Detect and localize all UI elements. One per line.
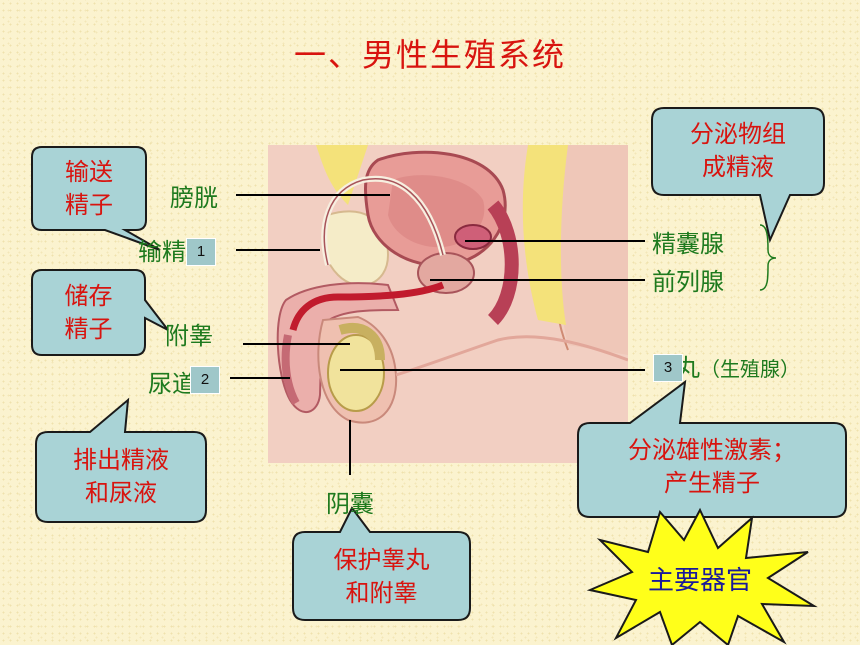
label-scrotum: 阴囊 (326, 490, 374, 518)
callout-line: 分泌物组 (690, 120, 786, 148)
callout-line: 精子 (65, 191, 113, 219)
label-epididymis: 附睾 (165, 322, 213, 350)
callout-line: 和附睾 (345, 579, 418, 607)
callout-line: 成精液 (702, 153, 774, 181)
callout-protect-shape (292, 506, 471, 621)
answer-badge-3[interactable]: 3 (653, 354, 683, 382)
callout-line: 排出精液 (73, 446, 169, 474)
main-organ-star (586, 507, 818, 645)
label-urethra: 尿道 (148, 370, 196, 398)
label-bladder: 膀胱 (170, 184, 218, 212)
label-prostate: 前列腺 (652, 268, 724, 296)
callout-discharge-shape (35, 397, 207, 523)
callout-secrete-fluid: 分泌物组 成精液 (652, 118, 824, 184)
callout-store-sperm: 储存 精子 (32, 280, 145, 346)
callout-line: 和尿液 (85, 479, 157, 507)
callout-line: 精子 (64, 315, 113, 343)
callout-line: 产生精子 (664, 469, 760, 497)
callout-store-shape (31, 269, 169, 356)
answer-badge-2[interactable]: 2 (190, 366, 220, 394)
callout-transport-shape (31, 146, 161, 251)
callout-hormone: 分泌雄性激素； 产生精子 (578, 434, 846, 500)
label-seminal-vesicle: 精囊腺 (652, 230, 724, 258)
anatomy-illustration (268, 145, 628, 463)
callout-line: 分泌雄性激素； (628, 436, 796, 464)
page-title: 一、男性生殖系统 (293, 36, 566, 74)
answer-badge-1[interactable]: 1 (186, 238, 216, 266)
callout-line: 输送 (65, 158, 113, 186)
callout-line: 储存 (64, 282, 113, 310)
callout-discharge: 排出精液 和尿液 (36, 444, 206, 510)
callout-secrete-shape (651, 107, 825, 244)
callout-protect: 保护睾丸 和附睾 (293, 544, 470, 610)
callout-line: 保护睾丸 (333, 546, 430, 574)
callout-transport-sperm: 输送 精子 (32, 156, 146, 222)
label-testis-note: （生殖腺） (700, 357, 800, 381)
callout-hormone-shape (577, 379, 847, 518)
main-organ-label: 主要器官 (647, 566, 752, 596)
